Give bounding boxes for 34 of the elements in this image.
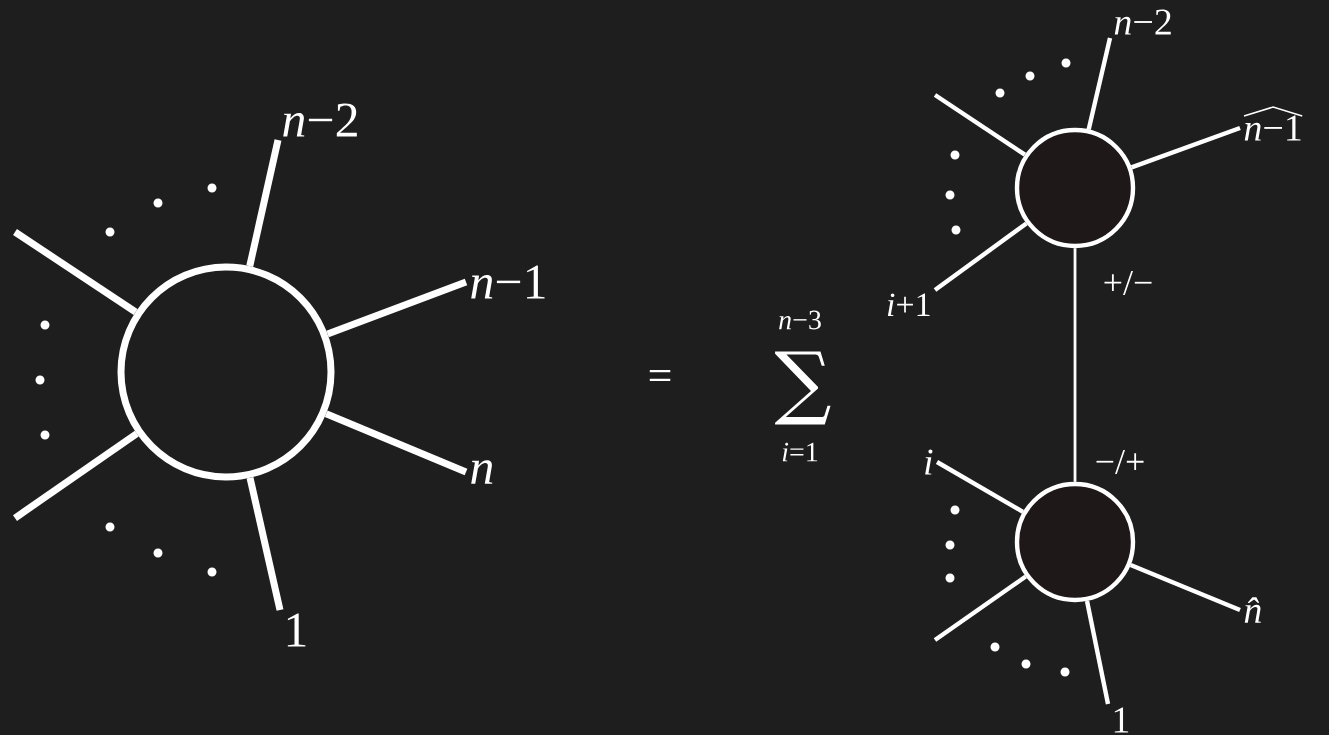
line	[1130, 125, 1241, 170]
line	[935, 460, 1025, 514]
leg-label: n−2	[283, 103, 357, 137]
leg-label: n	[471, 460, 493, 484]
formula-label: i=1	[782, 442, 818, 462]
line	[1086, 37, 1113, 130]
formula-label: =	[649, 369, 671, 381]
formula-label: +/−	[1104, 270, 1152, 296]
line	[246, 477, 284, 611]
line	[1084, 600, 1111, 705]
line	[1073, 248, 1077, 482]
vertex-circle	[1014, 481, 1136, 603]
leg-label: i+1	[887, 293, 930, 316]
line	[13, 430, 139, 521]
leg-label: i	[925, 449, 933, 475]
sum-sign: ∑	[775, 351, 831, 425]
vertex-circle	[1014, 127, 1136, 249]
leg-label: n−1	[1244, 115, 1301, 141]
vertex-circle	[117, 263, 335, 481]
leg-label: 1	[287, 613, 306, 647]
line	[246, 139, 282, 267]
line	[324, 410, 468, 476]
line	[1129, 562, 1241, 613]
line	[933, 221, 1028, 292]
formula-label: n−3	[779, 310, 821, 330]
formula-label: −/+	[1096, 449, 1144, 475]
leg-label: n−2	[1114, 9, 1171, 35]
line	[933, 93, 1027, 157]
line	[326, 278, 468, 338]
leg-label: n̂	[1244, 597, 1261, 623]
line	[933, 574, 1027, 642]
line	[13, 229, 138, 315]
leg-label: 1	[1114, 707, 1129, 733]
leg-label: n−1	[471, 265, 545, 299]
